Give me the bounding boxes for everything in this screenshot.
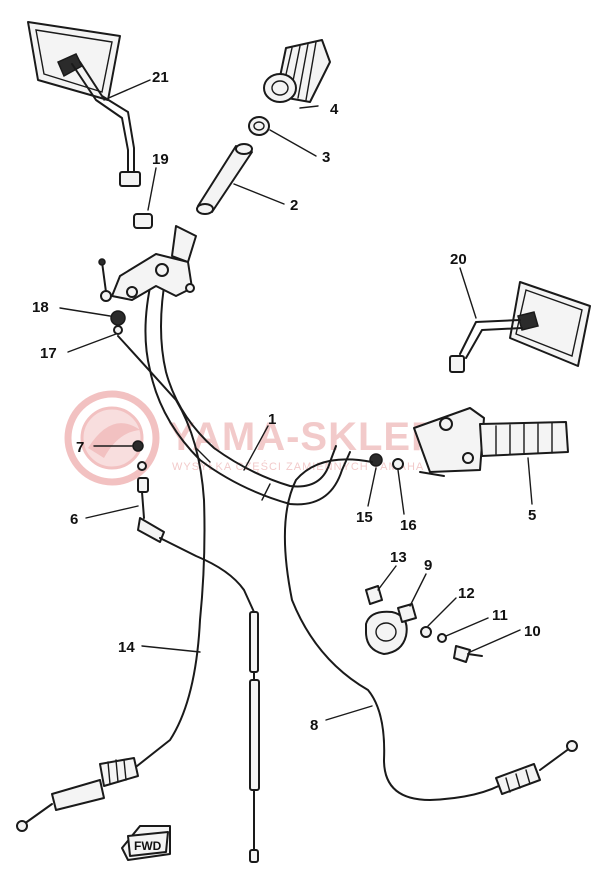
clamp-hardware — [365, 585, 483, 663]
callout-6: 6 — [70, 511, 78, 528]
callout-16: 16 — [400, 517, 417, 534]
callout-17: 17 — [40, 345, 57, 362]
fwd-label: FWD — [134, 839, 162, 853]
leader-19 — [147, 167, 157, 211]
leader-13 — [377, 565, 397, 591]
leader-4 — [299, 105, 319, 109]
handlebar — [144, 225, 351, 506]
leader-17 — [67, 333, 117, 353]
grip-end-cap — [248, 116, 270, 136]
leader-11 — [445, 617, 489, 637]
callout-14: 14 — [118, 639, 135, 656]
plug-19 — [133, 213, 153, 229]
leader-8 — [325, 705, 373, 721]
leader-12 — [427, 597, 457, 627]
left-lever-bracket — [98, 253, 195, 335]
small-fittings-15-16 — [369, 453, 404, 470]
leader-6 — [85, 505, 139, 519]
cable-14 — [16, 335, 206, 832]
grip-left — [263, 39, 331, 103]
callout-4: 4 — [330, 101, 339, 118]
leader-18 — [59, 307, 111, 317]
leader-1 — [243, 425, 269, 471]
callout-9: 9 — [424, 557, 432, 574]
callout-12: 12 — [458, 585, 475, 602]
watermark: YAMA-SKLEP.PL WYSYŁKA CZĘŚCI ZAMIENNYCH … — [64, 390, 498, 486]
callout-3: 3 — [322, 149, 330, 166]
cable-6 — [132, 440, 260, 863]
right-switch-assembly — [413, 407, 569, 477]
leader-10 — [469, 629, 521, 653]
callout-labels: 21 4 3 2 19 20 18 17 7 6 1 15 16 5 13 9 … — [32, 69, 541, 734]
throttle-tube — [196, 143, 253, 215]
callout-21: 21 — [152, 69, 169, 86]
callout-8: 8 — [310, 717, 318, 734]
callout-7: 7 — [76, 439, 84, 456]
leader-2 — [233, 183, 285, 205]
leader-lines — [59, 79, 533, 721]
callout-15: 15 — [356, 509, 373, 526]
leader-5 — [527, 457, 533, 505]
callout-13: 13 — [390, 549, 407, 566]
leader-16 — [397, 469, 405, 515]
callout-10: 10 — [524, 623, 541, 640]
watermark-tagline: WYSYŁKA CZĘŚCI ZAMIENNYCH YAMAHA — [172, 460, 424, 473]
callout-18: 18 — [32, 299, 49, 316]
leader-15 — [367, 467, 377, 507]
right-mirror — [449, 281, 591, 373]
leader-14 — [141, 645, 201, 653]
leader-20 — [459, 267, 477, 319]
callout-2: 2 — [290, 197, 298, 214]
callout-20: 20 — [450, 251, 467, 268]
left-mirror — [27, 21, 141, 187]
callout-11: 11 — [492, 607, 508, 624]
watermark-logo-icon — [64, 390, 160, 486]
callout-19: 19 — [152, 151, 169, 168]
cable-8 — [283, 458, 578, 801]
callout-1: 1 — [268, 411, 276, 428]
callout-5: 5 — [528, 507, 536, 524]
leader-3 — [269, 129, 317, 157]
leader-21 — [103, 79, 151, 101]
forward-direction-marker: FWD — [121, 825, 171, 861]
leader-9 — [409, 573, 427, 607]
